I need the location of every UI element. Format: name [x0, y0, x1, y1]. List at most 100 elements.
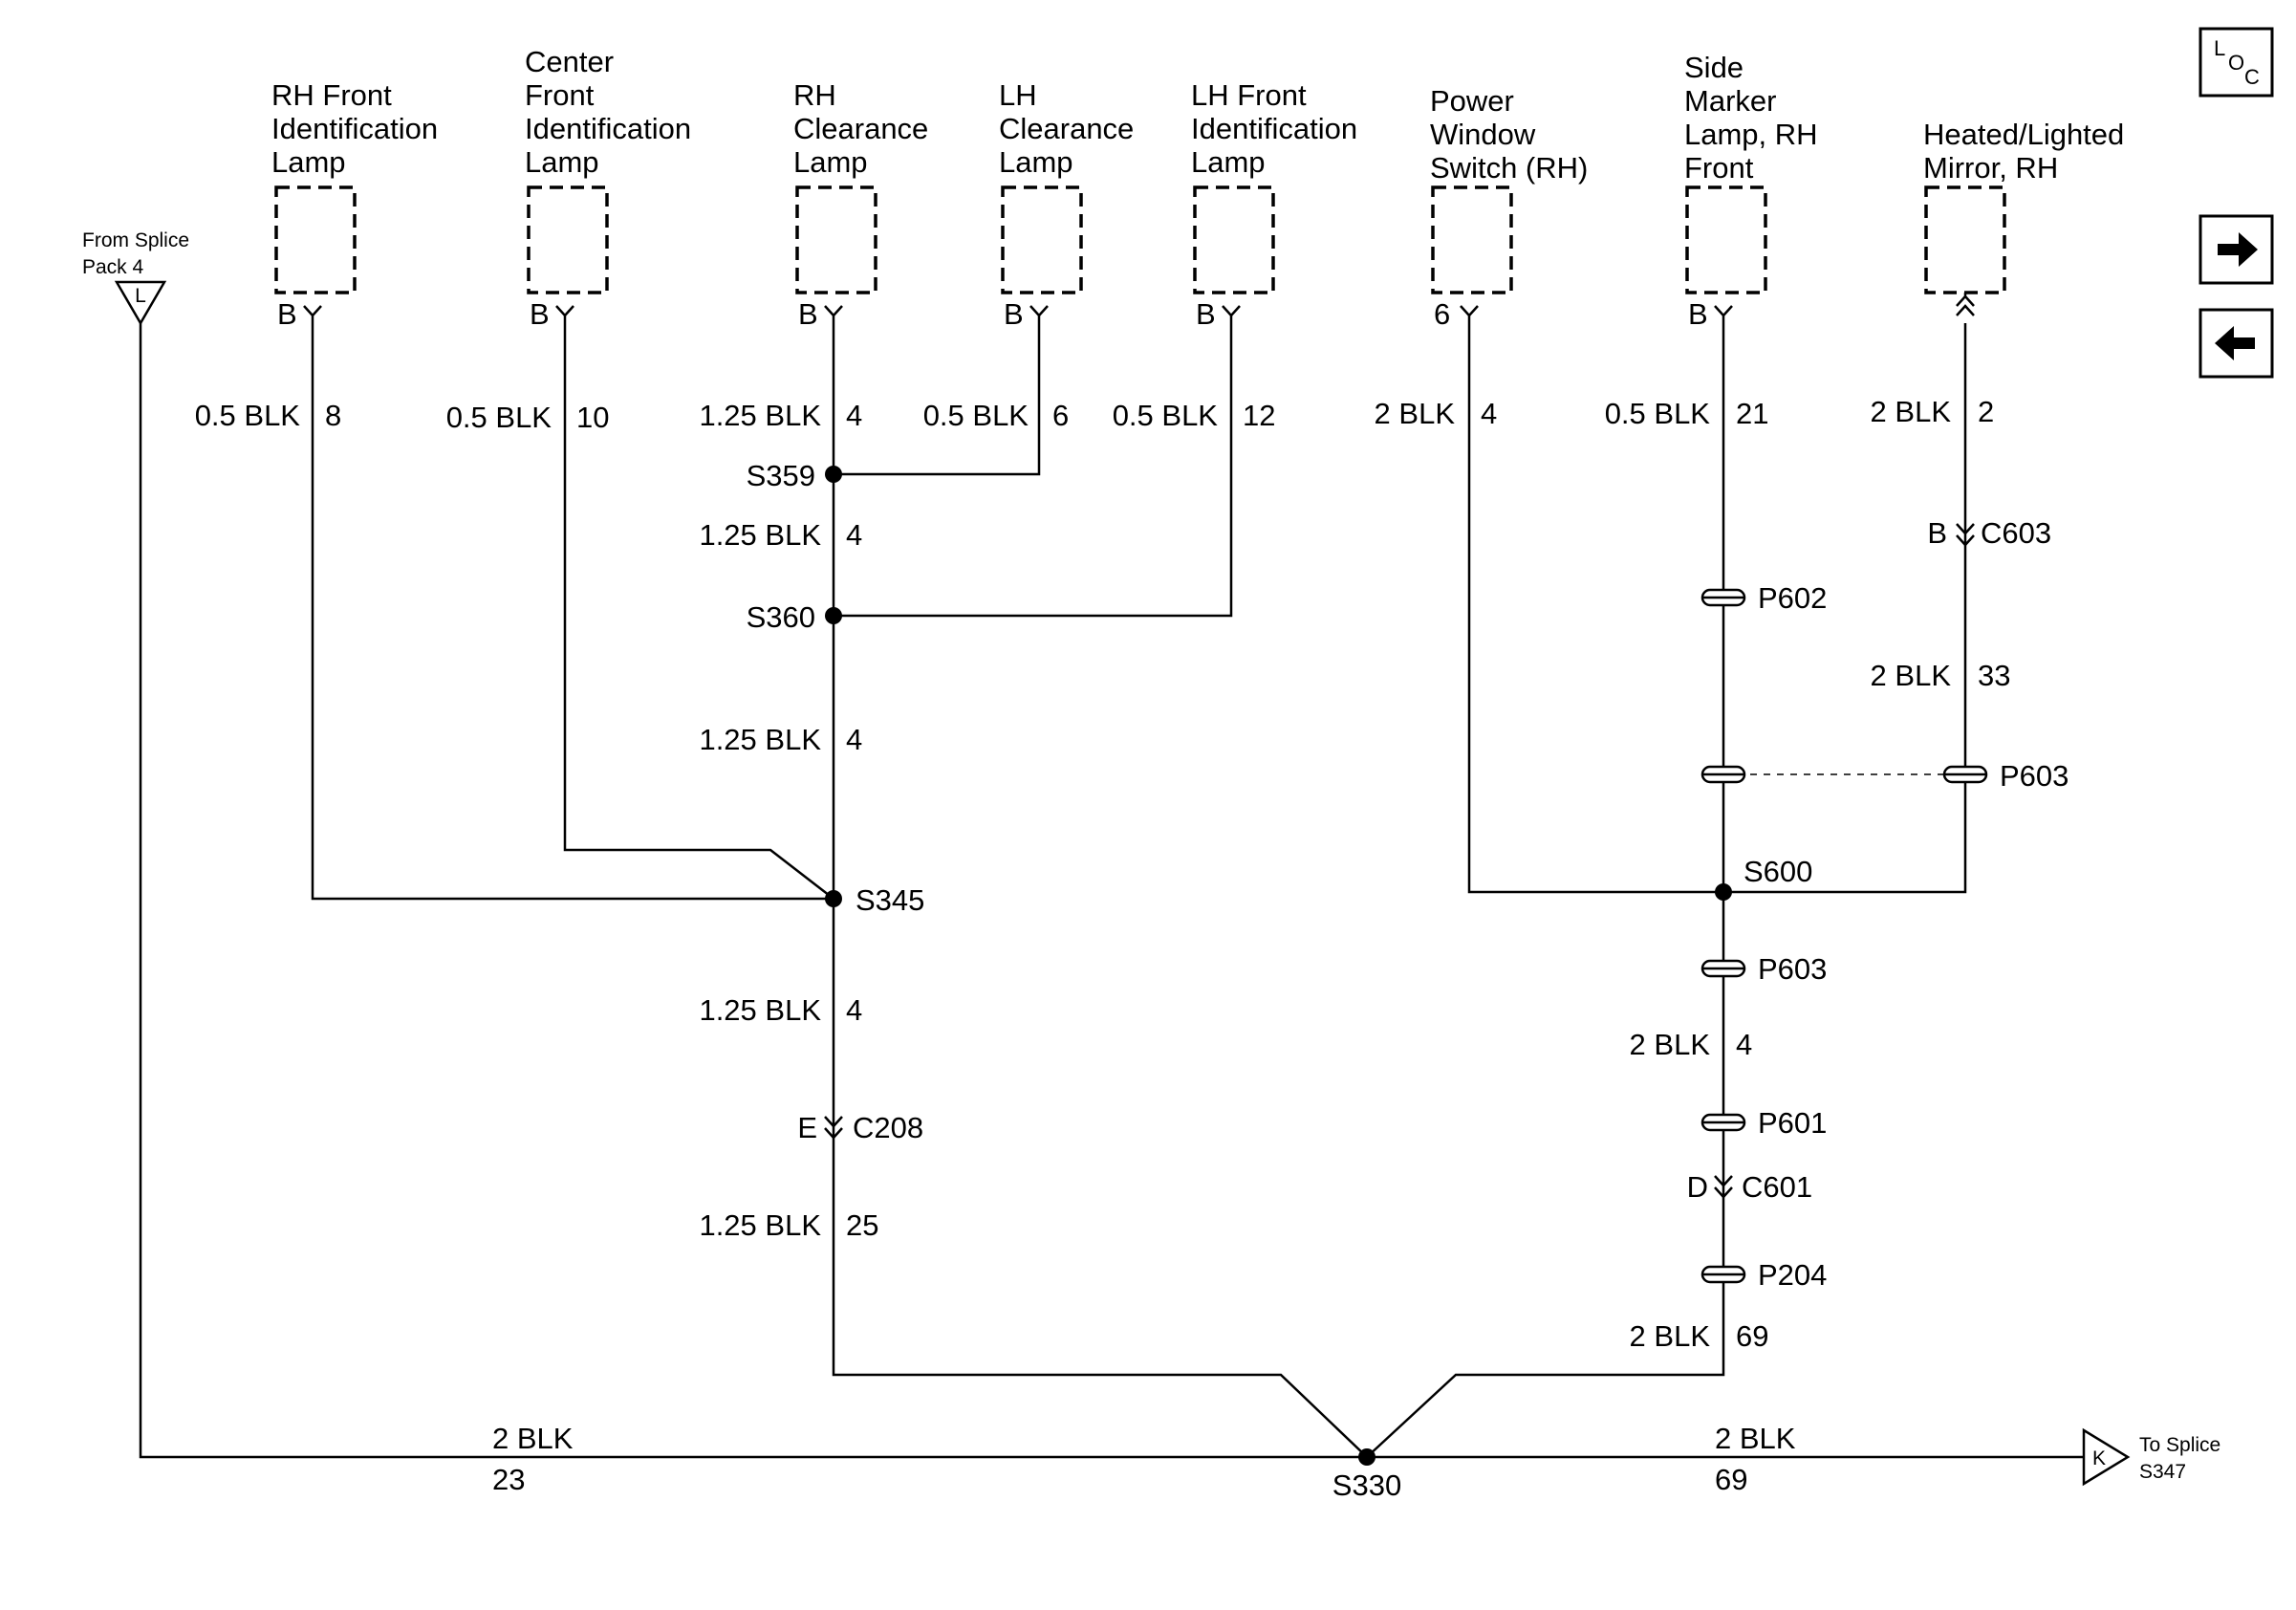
component-label-line: Clearance — [999, 112, 1134, 145]
component-power-window-switch-rh[interactable]: Power Window Switch (RH) 6 — [1430, 84, 1588, 331]
wire-mirror[interactable] — [1723, 323, 1967, 894]
component-label-line: Side — [1684, 51, 1744, 84]
splice-label: S330 — [1332, 1469, 1401, 1502]
component-label-line: Front — [525, 78, 595, 112]
wire-circuit: 69 — [1736, 1319, 1768, 1353]
splice-dot[interactable] — [825, 890, 842, 907]
component-label-line: Front — [1684, 151, 1754, 185]
pass-through-label[interactable]: P603 — [2000, 759, 2069, 793]
splices: S359 S360 S345 S600 S330 — [747, 459, 1813, 1502]
prev-page-button[interactable] — [2199, 308, 2274, 379]
wire-circuit: 6 — [1052, 399, 1069, 432]
wire-rh-front-id[interactable] — [311, 323, 834, 901]
loc-button[interactable]: L O C — [2199, 27, 2274, 98]
component-label-line: Lamp, RH — [1684, 118, 1818, 151]
component-rh-clearance-lamp[interactable]: RH Clearance Lamp B — [793, 78, 928, 331]
wire-circuit: 4 — [846, 399, 862, 432]
splice-label: S345 — [856, 883, 924, 917]
loc-icon — [2199, 27, 2274, 98]
grommet-icon — [1700, 588, 1746, 607]
arrow-left-icon — [2215, 326, 2255, 360]
wire-size: 0.5 BLK — [1113, 399, 1219, 432]
component-label-line: Identification — [525, 112, 691, 145]
wire-size: 2 BLK — [1630, 1028, 1711, 1061]
wire-labels: 0.5 BLK 8 0.5 BLK 10 1.25 BLK 4 0.5 BLK … — [195, 395, 2011, 1496]
off-page-triangle-right-icon — [2082, 1427, 2131, 1487]
pin-arrow-icon — [1714, 305, 1733, 323]
off-page-to-splice-s347[interactable]: K To Splice S347 — [2082, 1427, 2220, 1487]
component-label-line: Center — [525, 45, 614, 78]
wire-center-front-id[interactable] — [563, 323, 834, 900]
wire-side-marker-trunk[interactable] — [1366, 323, 1725, 1458]
pin-arrow-icon — [824, 305, 843, 323]
wires — [139, 315, 2084, 1459]
wire-size: 2 BLK — [1871, 395, 1952, 428]
pin-arrow-icon — [303, 305, 322, 323]
connector-name[interactable]: C603 — [1981, 516, 2051, 550]
splice-dot[interactable] — [1358, 1448, 1375, 1466]
pass-through-label[interactable]: P204 — [1758, 1258, 1827, 1292]
splice-dot[interactable] — [825, 607, 842, 624]
component-label-line: Lamp — [1191, 145, 1266, 179]
wire-size: 2 BLK — [492, 1422, 574, 1455]
wire-power-window-switch[interactable] — [1467, 323, 1723, 894]
loc-letter: O — [2228, 51, 2244, 75]
connector-name[interactable]: C601 — [1742, 1170, 1812, 1204]
pin-label: B — [798, 297, 818, 331]
wire-lh-clearance[interactable] — [834, 323, 1041, 476]
splice-dot[interactable] — [825, 466, 842, 483]
pin-arrow-icon — [555, 305, 574, 323]
component-lh-clearance-lamp[interactable]: LH Clearance Lamp B — [999, 78, 1134, 331]
off-page-letter: L — [135, 285, 146, 307]
pass-through-label[interactable]: P601 — [1758, 1106, 1827, 1140]
pin-arrow-icon — [1460, 305, 1479, 323]
pin-label: 6 — [1434, 297, 1450, 331]
arrow-right-icon — [2218, 232, 2258, 267]
component-label-line: Lamp — [999, 145, 1073, 179]
off-page-label-line: Pack 4 — [82, 256, 144, 278]
pass-through-label[interactable]: P602 — [1758, 581, 1827, 615]
splice-dot[interactable] — [1715, 883, 1732, 901]
component-label-line: Switch (RH) — [1430, 151, 1588, 185]
component-label-line: Lamp — [271, 145, 346, 179]
wire-size: 2 BLK — [1871, 659, 1952, 692]
component-label-line: Window — [1430, 118, 1536, 151]
wire-size: 2 BLK — [1375, 397, 1456, 430]
next-page-button[interactable] — [2199, 214, 2274, 285]
wire-circuit: 12 — [1243, 399, 1275, 432]
component-heated-lighted-mirror-rh[interactable]: Heated/Lighted Mirror, RH — [1923, 118, 2124, 294]
connector-name[interactable]: C208 — [853, 1111, 923, 1144]
wire-rh-clearance-trunk[interactable] — [832, 323, 1368, 1458]
off-page-letter: K — [2092, 1447, 2106, 1469]
component-box — [1001, 185, 1083, 294]
wire-circuit: 4 — [846, 993, 862, 1027]
splice-label: S600 — [1744, 855, 1812, 888]
grommet-icon — [1700, 1113, 1746, 1132]
component-label-line: Marker — [1684, 84, 1776, 118]
splice-label: S359 — [747, 459, 815, 492]
component-side-marker-lamp-rh-front[interactable]: Side Marker Lamp, RH Front B — [1684, 51, 1818, 331]
pass-through-label[interactable]: P603 — [1758, 952, 1827, 986]
wire-ground-main[interactable] — [139, 315, 2084, 1459]
loc-letter: C — [2244, 65, 2260, 89]
off-page-from-splice-pack-4[interactable]: From Splice Pack 4 L — [82, 229, 189, 326]
wire-size: 2 BLK — [1630, 1319, 1711, 1353]
component-label-line: Lamp — [793, 145, 868, 179]
wire-circuit: 21 — [1736, 397, 1768, 430]
wire-size: 0.5 BLK — [446, 401, 552, 434]
component-lh-front-identification-lamp[interactable]: LH Front Identification Lamp B — [1191, 78, 1357, 331]
wire-circuit: 4 — [1736, 1028, 1752, 1061]
component-center-front-identification-lamp[interactable]: Center Front Identification Lamp B — [525, 45, 691, 331]
component-rh-front-identification-lamp[interactable]: RH Front Identification Lamp B — [271, 78, 438, 331]
wire-lh-front-id[interactable] — [834, 323, 1233, 618]
wire-circuit: 4 — [1481, 397, 1497, 430]
off-page-label-line: From Splice — [82, 229, 189, 251]
pin-label: B — [277, 297, 297, 331]
wire-size: 2 BLK — [1715, 1422, 1796, 1455]
wire-size: 1.25 BLK — [699, 399, 821, 432]
component-box — [1924, 185, 2006, 294]
double-chevron-down-icon — [824, 1116, 843, 1140]
component-label-line: RH — [793, 78, 836, 112]
connector-pin: B — [1927, 516, 1947, 550]
off-page-triangle-down-icon — [114, 280, 167, 326]
